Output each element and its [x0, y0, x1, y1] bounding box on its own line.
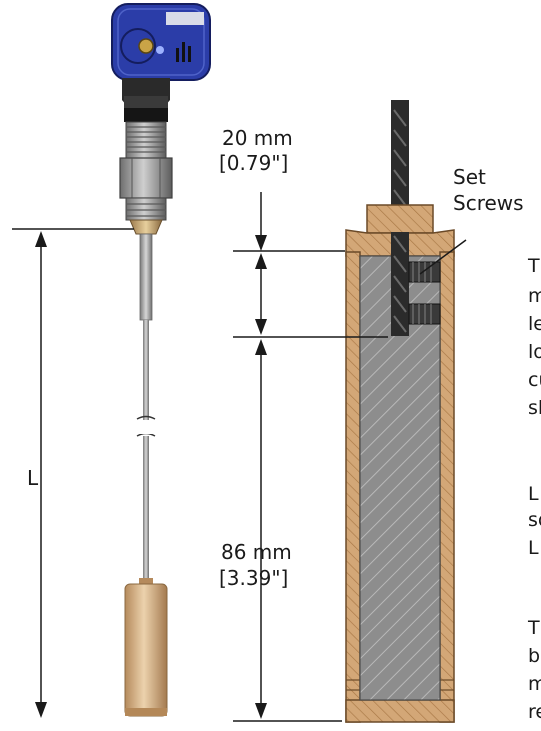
side-text-line: T — [528, 255, 540, 277]
body-dimension-mm: 86 mm — [221, 540, 292, 564]
probe-cable-upper — [143, 320, 149, 420]
weight-cross-section — [345, 100, 467, 723]
gland-tip — [129, 219, 163, 235]
side-text-line: L — [528, 483, 539, 505]
dimension-L — [12, 228, 134, 718]
label-plate — [166, 12, 204, 25]
body-dimension-in: [3.39"] — [219, 566, 289, 590]
thread-section — [125, 121, 167, 159]
side-text-line: T — [528, 617, 540, 639]
sinker-weight — [124, 578, 168, 717]
side-text-line: so — [528, 509, 541, 531]
signal-bars-icon — [176, 42, 191, 62]
sensor-probe — [111, 3, 211, 717]
hex-nut — [119, 157, 173, 199]
length-label: L — [27, 466, 39, 490]
set-screw-upper — [408, 261, 441, 283]
set-screws-label-line2: Screws — [453, 191, 524, 215]
connector-body — [122, 78, 170, 122]
set-screws-leader — [419, 239, 467, 275]
side-text-line: m — [528, 285, 541, 307]
dimension-lines — [233, 192, 388, 722]
top-dimension-in: [0.79"] — [219, 151, 289, 175]
set-screw-lower — [408, 303, 441, 325]
side-text-line: m — [528, 673, 541, 695]
sensor-housing — [111, 3, 211, 81]
side-text-line: re — [528, 701, 541, 723]
top-dimension-mm: 20 mm — [222, 126, 293, 150]
side-text-line: sl — [528, 397, 541, 419]
side-text-line: cu — [528, 369, 541, 391]
probe-cable-lower — [143, 436, 149, 578]
lower-thread — [125, 197, 167, 221]
set-screws-label-line1: Set — [453, 165, 486, 189]
adjust-knob-icon — [138, 38, 154, 54]
side-text-line: le — [528, 313, 541, 335]
led-indicator-icon — [156, 46, 164, 54]
side-text-line: L — [528, 537, 539, 559]
probe-sleeve — [139, 233, 153, 321]
side-text-line: b — [528, 645, 541, 667]
side-text-line: lo — [528, 341, 541, 363]
